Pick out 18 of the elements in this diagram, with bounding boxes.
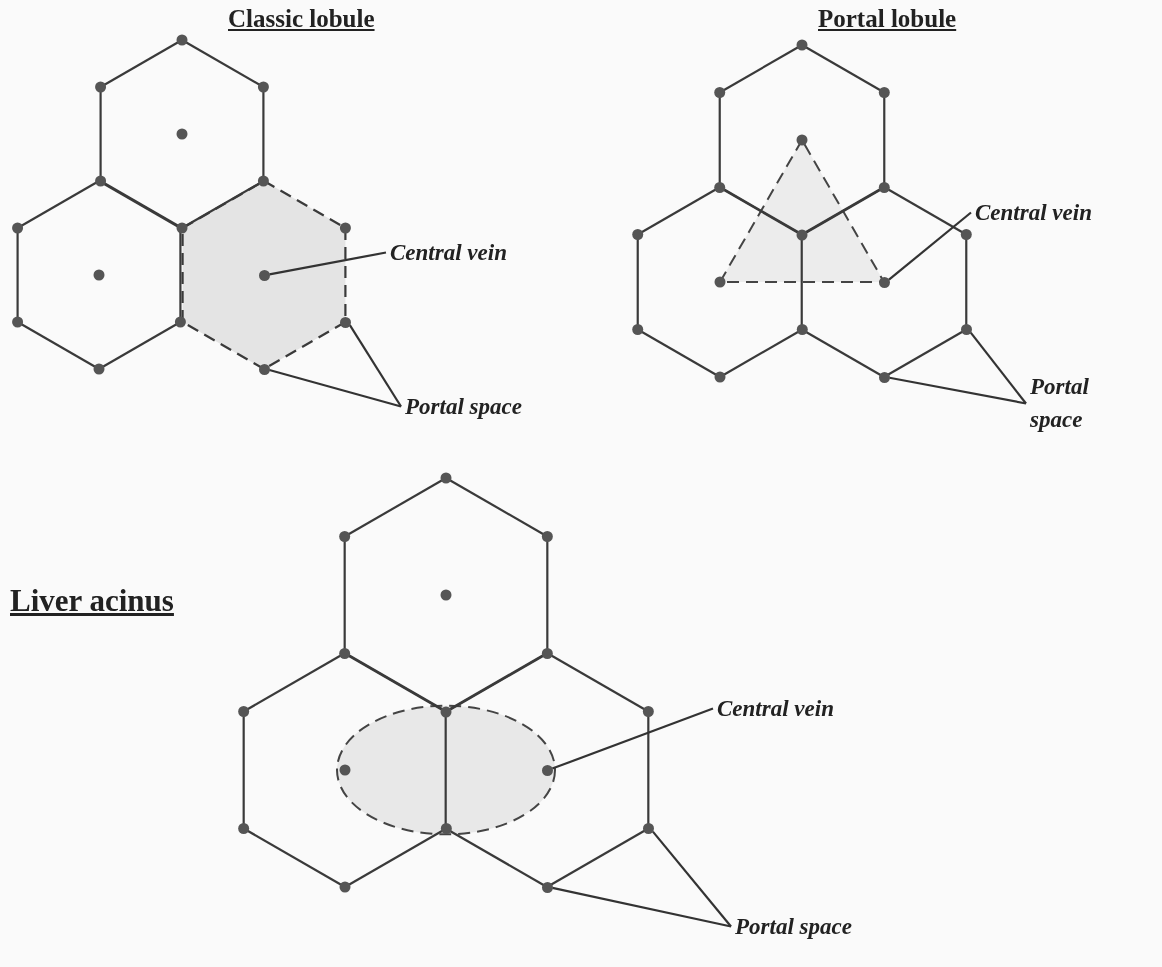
callout-label: Central vein <box>390 239 507 267</box>
leader-line <box>269 251 387 276</box>
leader-line <box>969 332 1027 405</box>
callout-label: Central vein <box>717 695 834 723</box>
panel-heading: Classic lobule <box>228 4 375 34</box>
callout-label: Portal space <box>405 393 522 421</box>
callout-label: Portal space <box>735 913 852 941</box>
leader-line <box>888 211 972 281</box>
callout-label: Central vein <box>975 199 1092 227</box>
panel-heading: Liver acinus <box>10 582 174 620</box>
callout-label: Portal space <box>1030 373 1090 435</box>
leader-line <box>552 886 732 928</box>
leader-line <box>551 707 714 770</box>
panel-heading: Portal lobule <box>818 4 957 34</box>
leader-line <box>269 368 402 408</box>
leader-line <box>652 830 732 928</box>
leader-line <box>348 324 402 408</box>
leader-line <box>889 376 1027 405</box>
